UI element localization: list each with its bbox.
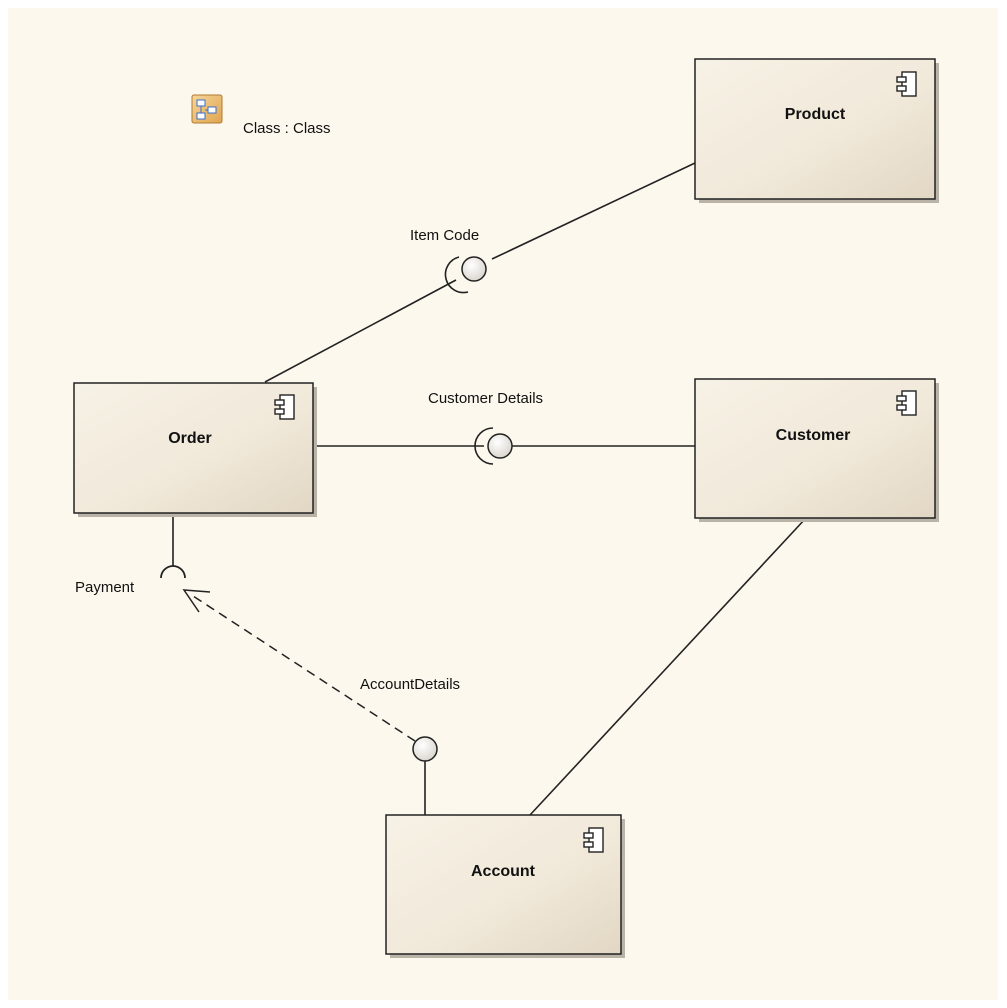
component-icon [896,71,917,97]
itemcode-product-line [491,162,696,260]
component-name: Account [471,863,536,880]
account-details-label: AccountDetails [360,676,460,693]
customer-details-label: Customer Details [428,390,543,407]
payment-label: Payment [75,579,135,596]
component-customer[interactable]: Customer [694,378,939,522]
component-order[interactable]: Order [73,382,317,517]
component-name: Customer [776,427,851,444]
customer-details-interface [474,427,513,465]
diagram-header-label: Class : Class [243,120,331,137]
payment-socket [160,565,186,579]
connectors [172,162,807,816]
component-product[interactable]: Product [694,58,939,203]
customer-account-line [529,517,807,816]
component-icon [274,394,295,420]
component-name: Order [168,430,212,447]
component-icon [896,390,917,416]
component-icon [583,827,604,853]
order-itemcode-line [264,279,457,383]
component-account[interactable]: Account [385,814,625,958]
item-code-interface [444,256,487,294]
dependency-arrow [182,589,416,742]
component-name: Product [785,106,846,123]
item-code-label: Item Code [410,227,479,244]
class-diagram-icon [191,94,223,124]
account-details-ball [412,736,438,762]
